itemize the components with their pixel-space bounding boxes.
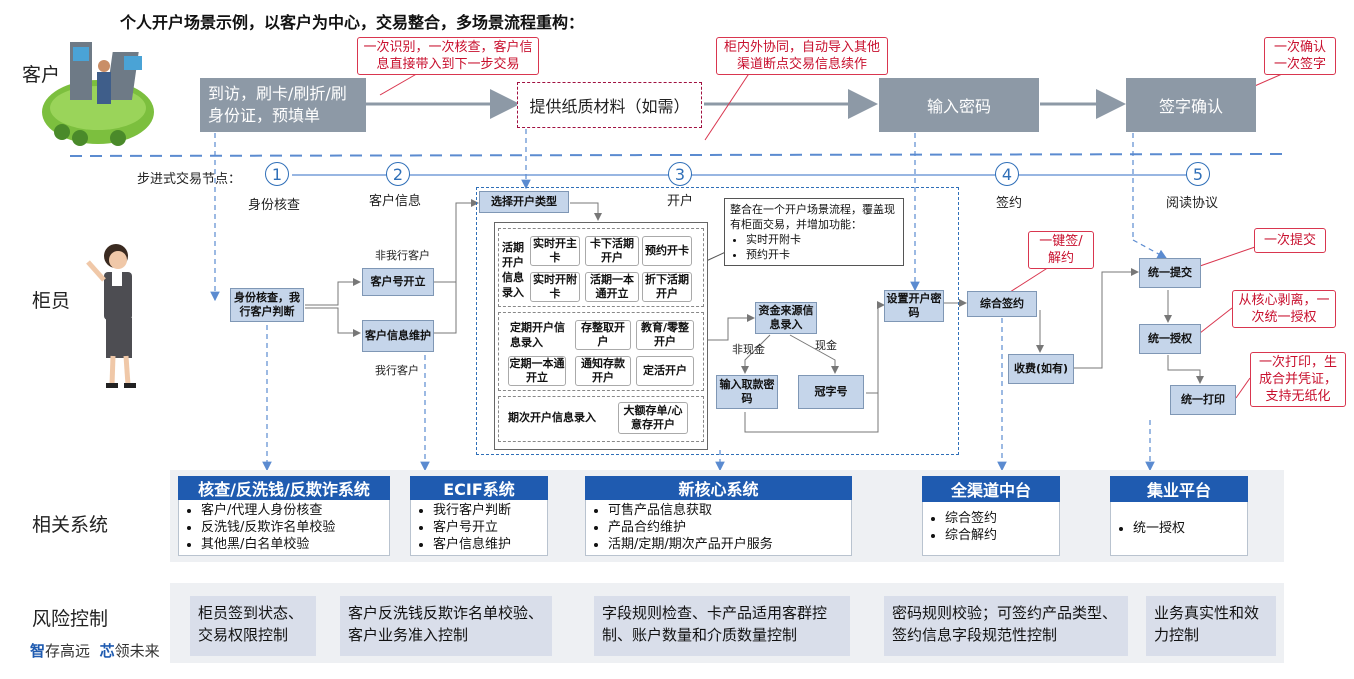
time-group-label: 定期开户信息录入	[510, 321, 565, 349]
callout-inside-outside: 柜内外协同，自动导入其他渠道断点交易信息续作	[716, 37, 888, 75]
unified-print-node: 统一打印	[1170, 385, 1236, 415]
non-cash-label: 非现金	[732, 343, 765, 356]
risk-field: 字段规则检查、卡产品适用客群控制、账户数量和介质数量控制	[594, 596, 850, 656]
option-demand-book: 活期一本通开立	[585, 272, 639, 302]
step-circle-4: 4	[995, 162, 1019, 186]
step-name-2: 客户信息	[369, 194, 422, 209]
option-education: 教育/零整开户	[636, 320, 694, 350]
role-systems: 相关系统	[32, 514, 109, 536]
system-header-core: 新核心系统	[585, 476, 852, 500]
option-large-cd: 大额存单/心意存开户	[618, 402, 688, 434]
step-circle-2: 2	[386, 162, 410, 186]
steps-label: 步进式交易节点：	[137, 172, 242, 187]
period-group-label: 期次开户信息录入	[508, 411, 596, 424]
integration-note-text: 整合在一个开户场景流程，覆盖现有柜面交易，并增加功能：	[730, 203, 895, 231]
role-teller: 柜员	[32, 290, 71, 312]
unified-submit-node: 统一提交	[1139, 258, 1201, 288]
callout-one-key: 一键签/解约	[1028, 231, 1094, 269]
footer-slogan: 智存高远 芯领未来	[30, 640, 160, 661]
system-item: 客户信息维护	[433, 536, 547, 553]
system-item: 其他黑/白名单校验	[201, 536, 389, 553]
role-customer: 客户	[22, 64, 61, 86]
footer-zhi: 智	[30, 642, 46, 660]
system-item: 综合签约	[945, 510, 1059, 527]
system-item: 客户/代理人身份核查	[201, 502, 389, 519]
paper-material-box: 提供纸质材料（如需）	[517, 82, 702, 128]
system-item: 产品合约维护	[608, 519, 851, 536]
system-body-core: 可售产品信息获取 产品合约维护 活期/定期/期次产品开户服务	[585, 500, 852, 556]
integration-note: 整合在一个开户场景流程，覆盖现有柜面交易，并增加功能： 实时开附卡 预约开卡	[724, 198, 904, 266]
step-circle-5: 5	[1186, 162, 1210, 186]
system-body-ecif: 我行客户判断 客户号开立 客户信息维护	[410, 500, 548, 556]
our-customer-label: 我行客户	[375, 364, 419, 377]
sign-all-node: 综合签约	[967, 291, 1037, 317]
callout-strip-core: 从核心剥离，一次统一授权	[1232, 290, 1336, 328]
step-name-4: 签约	[996, 196, 1023, 211]
callout-once-print: 一次打印，生成合并凭证，支持无纸化	[1250, 352, 1346, 407]
role-risk: 风险控制	[32, 608, 109, 630]
system-header-jiye: 集业平台	[1110, 476, 1248, 502]
risk-customer: 客户反洗钱反欺诈名单校验、客户业务准入控制	[340, 596, 552, 656]
option-card-demand: 卡下活期开户	[585, 236, 639, 266]
system-header-omni: 全渠道中台	[922, 476, 1060, 502]
id-check-node: 身份核查，我行客户判断	[230, 288, 304, 322]
crown-number-node: 冠字号	[798, 375, 864, 409]
risk-teller: 柜员签到状态、交易权限控制	[190, 596, 316, 656]
integration-note-item: 实时开附卡	[746, 232, 898, 247]
open-account-container	[476, 187, 959, 455]
system-body-omni: 综合签约 综合解约	[922, 502, 1060, 556]
system-header-ecif: ECIF系统	[410, 476, 548, 500]
system-item: 可售产品信息获取	[608, 502, 851, 519]
option-notice-deposit: 通知存款开户	[575, 356, 631, 386]
system-item: 活期/定期/期次产品开户服务	[608, 536, 851, 553]
callout-once-confirm: 一次确认一次签字	[1264, 37, 1336, 75]
option-lump-sum: 存整取开户	[575, 320, 631, 350]
option-real-sub-card: 实时开附卡	[530, 272, 580, 302]
system-header-check: 核查/反洗钱/反欺诈系统	[178, 476, 390, 500]
system-body-check: 客户/代理人身份核查 反洗钱/反欺诈名单校验 其他黑/白名单校验	[178, 500, 390, 556]
system-item: 统一授权	[1133, 520, 1247, 537]
risk-authenticity: 业务真实性和效力控制	[1146, 596, 1276, 656]
set-password-node: 设置开户密码	[884, 290, 944, 322]
cash-label: 现金	[815, 339, 837, 352]
input-withdraw-pwd-node: 输入取款密码	[716, 375, 778, 409]
demand-group-label: 活期开户信息录入	[502, 241, 524, 299]
footer-zhi-rest: 存高远	[45, 642, 91, 660]
visit-box: 到访，刷卡/刷折/刷身份证，预填单	[200, 78, 366, 132]
page-title: 个人开户场景示例，以客户为中心，交易整合，多场景流程重构：	[120, 13, 585, 32]
unified-auth-node: 统一授权	[1139, 324, 1201, 354]
step-name-1: 身份核查	[248, 198, 301, 213]
option-time-demand: 定活开户	[636, 356, 694, 386]
customer-maintain-node: 客户信息维护	[362, 320, 434, 352]
footer-xin: 芯	[99, 642, 115, 660]
system-body-jiye: 统一授权	[1110, 502, 1248, 556]
fund-source-node: 资金来源信息录入	[755, 302, 817, 334]
customer-illustration	[42, 42, 154, 146]
option-appoint-card: 预约开卡	[642, 236, 692, 266]
callout-once-submit: 一次提交	[1254, 228, 1326, 253]
sign-confirm-box: 签字确认	[1126, 78, 1256, 132]
choose-type-node: 选择开户类型	[479, 191, 569, 213]
not-our-customer-label: 非我行客户	[375, 249, 430, 262]
option-real-main-card: 实时开主卡	[530, 236, 580, 266]
step-circle-3: 3	[668, 162, 692, 186]
teller-illustration	[86, 244, 136, 388]
system-item: 反洗钱/反欺诈名单校验	[201, 519, 389, 536]
risk-password: 密码规则校验；可签约产品类型、签约信息字段规范性控制	[884, 596, 1128, 656]
system-item: 客户号开立	[433, 519, 547, 536]
customer-open-node: 客户号开立	[362, 268, 434, 296]
system-item: 我行客户判断	[433, 502, 547, 519]
footer-xin-rest: 领未来	[114, 642, 160, 660]
option-time-book: 定期一本通开立	[508, 356, 566, 386]
option-book-demand: 折下活期开户	[642, 272, 692, 302]
callout-once-identify: 一次识别，一次核查，客户信息直接带入到下一步交易	[357, 37, 539, 75]
step-name-5: 阅读协议	[1166, 196, 1219, 211]
integration-note-item: 预约开卡	[746, 247, 898, 262]
input-password-box: 输入密码	[879, 78, 1039, 132]
system-item: 综合解约	[945, 527, 1059, 544]
step-circle-1: 1	[265, 162, 289, 186]
fee-node: 收费(如有)	[1008, 354, 1074, 384]
step-name-3: 开户	[667, 194, 694, 209]
